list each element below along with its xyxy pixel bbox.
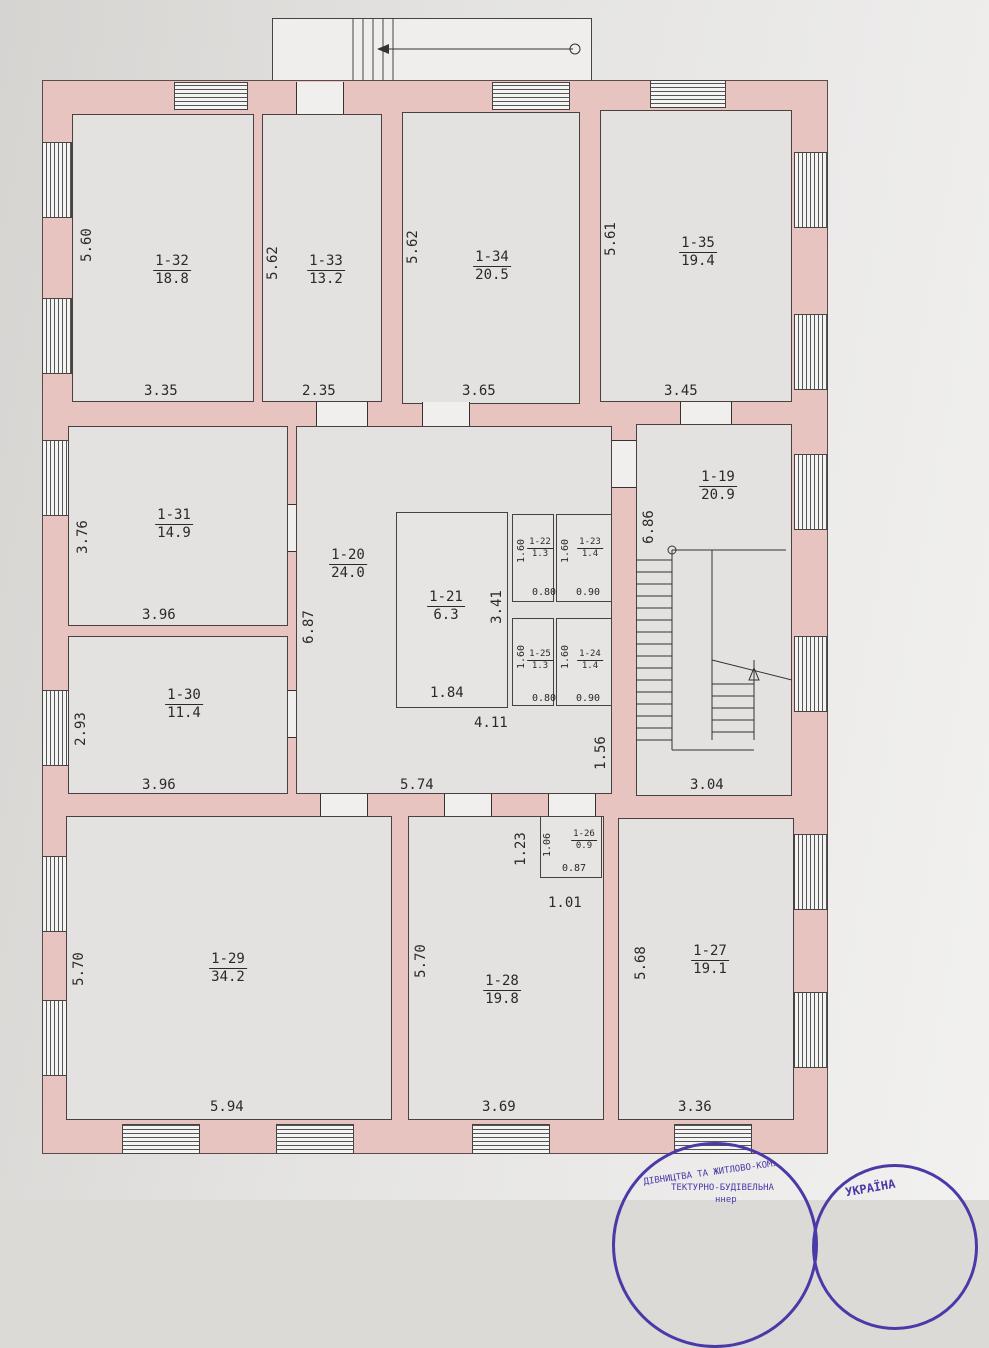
window: [42, 298, 72, 374]
dim-height: 5.60: [78, 228, 95, 262]
door: [288, 504, 296, 552]
room-1-31: [68, 426, 288, 626]
room-1-32: [72, 114, 254, 402]
dim-height: 1.06: [542, 832, 554, 858]
window: [794, 152, 828, 228]
dim-width: 1.84: [430, 685, 464, 701]
dim-width: 3.36: [678, 1099, 712, 1115]
window: [42, 142, 72, 218]
room-1-34: [402, 112, 580, 404]
dim-width: 3.65: [462, 383, 496, 399]
dim-height: 1.60: [516, 538, 528, 564]
dim-width: 5.74: [400, 777, 434, 793]
dim-height: 6.87: [300, 610, 317, 644]
window: [492, 82, 570, 110]
door: [548, 794, 596, 816]
dim-height: 1.60: [560, 538, 572, 564]
door: [296, 82, 344, 114]
dim-height: 5.62: [264, 246, 281, 280]
window: [794, 636, 828, 712]
interior-stairs: [636, 545, 792, 751]
door: [612, 440, 636, 488]
room-1-22: [512, 514, 554, 602]
window: [794, 454, 828, 530]
dim-height: 1.23: [512, 832, 529, 866]
room-1-35: [600, 110, 792, 402]
room-1-25: [512, 618, 554, 706]
window: [794, 314, 828, 390]
dim-height: 1.56: [592, 736, 609, 770]
official-stamp-2: УКРАЇНА: [812, 1164, 978, 1330]
window: [174, 82, 248, 110]
dim-width: 0.80: [532, 693, 557, 704]
dim-height: 3.76: [74, 520, 91, 554]
room-1-26: [540, 816, 602, 878]
window: [472, 1124, 550, 1154]
dim-width: 1.01: [548, 895, 582, 911]
dim-width: 4.11: [474, 715, 508, 731]
window: [794, 992, 828, 1068]
window: [650, 80, 726, 108]
room-1-23: [556, 514, 612, 602]
dim-width: 0.87: [562, 863, 587, 874]
dim-width: 0.90: [576, 587, 601, 598]
official-stamp: ДІВНИЦТВА ТА ЖИТЛОВО-КОМУНАЛ ТЕКТУРНО-БУ…: [612, 1142, 818, 1348]
dim-width: 0.90: [576, 693, 601, 704]
dim-width: 3.69: [482, 1099, 516, 1115]
room-1-21: [396, 512, 508, 708]
room-1-30: [68, 636, 288, 794]
dim-width: 3.96: [142, 607, 176, 623]
door: [422, 402, 470, 426]
dim-height: 5.62: [404, 230, 421, 264]
dim-width: 3.35: [144, 383, 178, 399]
dim-width: 3.96: [142, 777, 176, 793]
window: [42, 440, 72, 516]
window: [276, 1124, 354, 1154]
room-1-24: [556, 618, 612, 706]
dim-height: 5.68: [632, 946, 649, 980]
door: [316, 402, 368, 426]
window: [794, 834, 828, 910]
dim-height: 6.86: [640, 510, 657, 544]
dim-width: 3.45: [664, 383, 698, 399]
door: [680, 402, 732, 424]
dim-width: 0.80: [532, 587, 557, 598]
dim-height: 5.70: [70, 952, 87, 986]
door: [320, 794, 368, 816]
dim-height: 1.60: [560, 644, 572, 670]
dim-height: 2.93: [72, 712, 89, 746]
door: [444, 794, 492, 816]
window: [42, 690, 72, 766]
dim-width: 5.94: [210, 1099, 244, 1115]
window: [122, 1124, 200, 1154]
entrance-stairs: [272, 18, 592, 83]
room-1-27: [618, 818, 794, 1120]
room-1-33: [262, 114, 382, 402]
dim-height: 5.61: [602, 222, 619, 256]
dim-height: 3.41: [488, 590, 505, 624]
dim-height: 5.70: [412, 944, 429, 978]
dim-width: 2.35: [302, 383, 336, 399]
dim-height: 1.60: [516, 644, 528, 670]
door: [288, 690, 296, 738]
dim-width: 3.04: [690, 777, 724, 793]
